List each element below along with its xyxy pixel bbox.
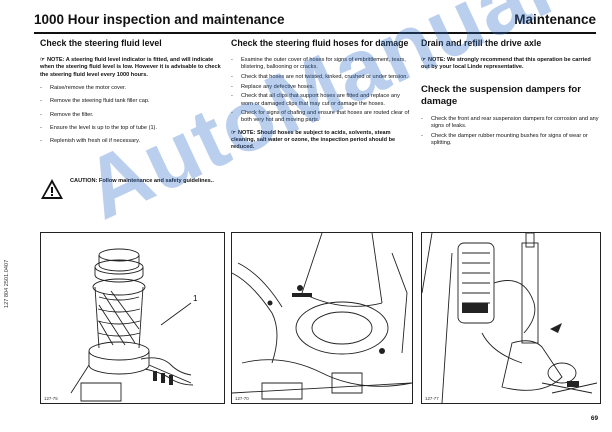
note-hoses: ☞NOTE: Should hoses be subject to acids,… (231, 130, 411, 152)
heading-drive-axle: Drain and refill the drive axle (421, 38, 542, 48)
caution-text: CAUTION: Follow maintenance and safety g… (70, 178, 214, 184)
caution-box: CAUTION: Follow maintenance and safety g… (40, 178, 230, 206)
note-text: NOTE: Should hoses be subject to acids, … (231, 129, 396, 151)
pointing-hand-icon: ☞ (421, 57, 427, 63)
page-header: 1000 Hour inspection and maintenance Mai… (34, 10, 596, 34)
hose-checks-list: Examine the outer cover of hoses for sig… (231, 57, 411, 125)
steering-tank-illustration: 1 (70, 248, 198, 402)
note-text: NOTE: A steering fluid level indicator i… (40, 57, 221, 78)
document-number: 127 804 2501.0407 (4, 259, 10, 308)
heading-suspension-dampers: Check the suspension dampers for damage (421, 83, 581, 107)
list-item: Remove the filter. (40, 112, 222, 119)
list-item: Remove the steering fluid tank filler ca… (40, 98, 222, 105)
note-text: NOTE: We strongly recommend that this op… (421, 57, 591, 71)
header-rule (34, 32, 596, 34)
list-item: Check that hoses are not twisted, kinked… (231, 74, 411, 81)
warning-triangle-icon (41, 179, 63, 199)
figure-caption: 127-75 (44, 396, 58, 401)
note-steering-indicator: ☞NOTE: A steering fluid level indicator … (40, 57, 222, 79)
figure-caption: 127-77 (425, 396, 439, 401)
damper-illustration (422, 233, 598, 403)
column-steering-fluid-level: Check the steering fluid level ☞NOTE: A … (40, 38, 222, 151)
figure-hoses: 127-70 (231, 232, 413, 404)
note-drive-axle: ☞NOTE: We strongly recommend that this o… (421, 57, 599, 72)
pointing-hand-icon: ☞ (40, 57, 46, 63)
list-item: Replace any defective hoses. (231, 84, 411, 91)
list-item: Replenish with fresh oil if necessary. (40, 138, 222, 145)
section-title: Maintenance (514, 12, 596, 27)
heading-hoses: Check the steering fluid hoses for damag… (231, 38, 409, 48)
figure-caption: 127-70 (235, 396, 249, 401)
page-number: 69 (590, 415, 598, 422)
page-title: 1000 Hour inspection and maintenance (34, 12, 285, 27)
pointing-hand-icon: ☞ (231, 129, 237, 136)
column-hoses: Check the steering fluid hoses for damag… (231, 38, 411, 158)
figure-suspension-damper: 127-77 (421, 232, 601, 404)
heading-steering-fluid-level: Check the steering fluid level (40, 38, 162, 48)
list-item: Raise/remove the motor cover. (40, 85, 222, 92)
list-item: Check that all clips that support hoses … (231, 93, 411, 107)
column-drive-axle: Drain and refill the drive axle ☞NOTE: W… (421, 38, 599, 151)
damper-checks-list: Check the front and rear suspension damp… (421, 116, 599, 148)
hoses-illustration (232, 233, 412, 400)
list-item: Check the damper rubber mounting bushes … (421, 133, 599, 147)
list-item: Check the front and rear suspension damp… (421, 116, 599, 130)
figure-callout-number: 1 (193, 294, 198, 303)
list-item: Examine the outer cover of hoses for sig… (231, 57, 411, 71)
figure-steering-tank: 1 127-75 (40, 232, 225, 404)
steps-list: Raise/remove the motor cover. Remove the… (40, 85, 222, 145)
list-item: Ensure the level is up to the top of tub… (40, 125, 222, 132)
list-item: Check for signs of chafing and ensure th… (231, 110, 411, 124)
